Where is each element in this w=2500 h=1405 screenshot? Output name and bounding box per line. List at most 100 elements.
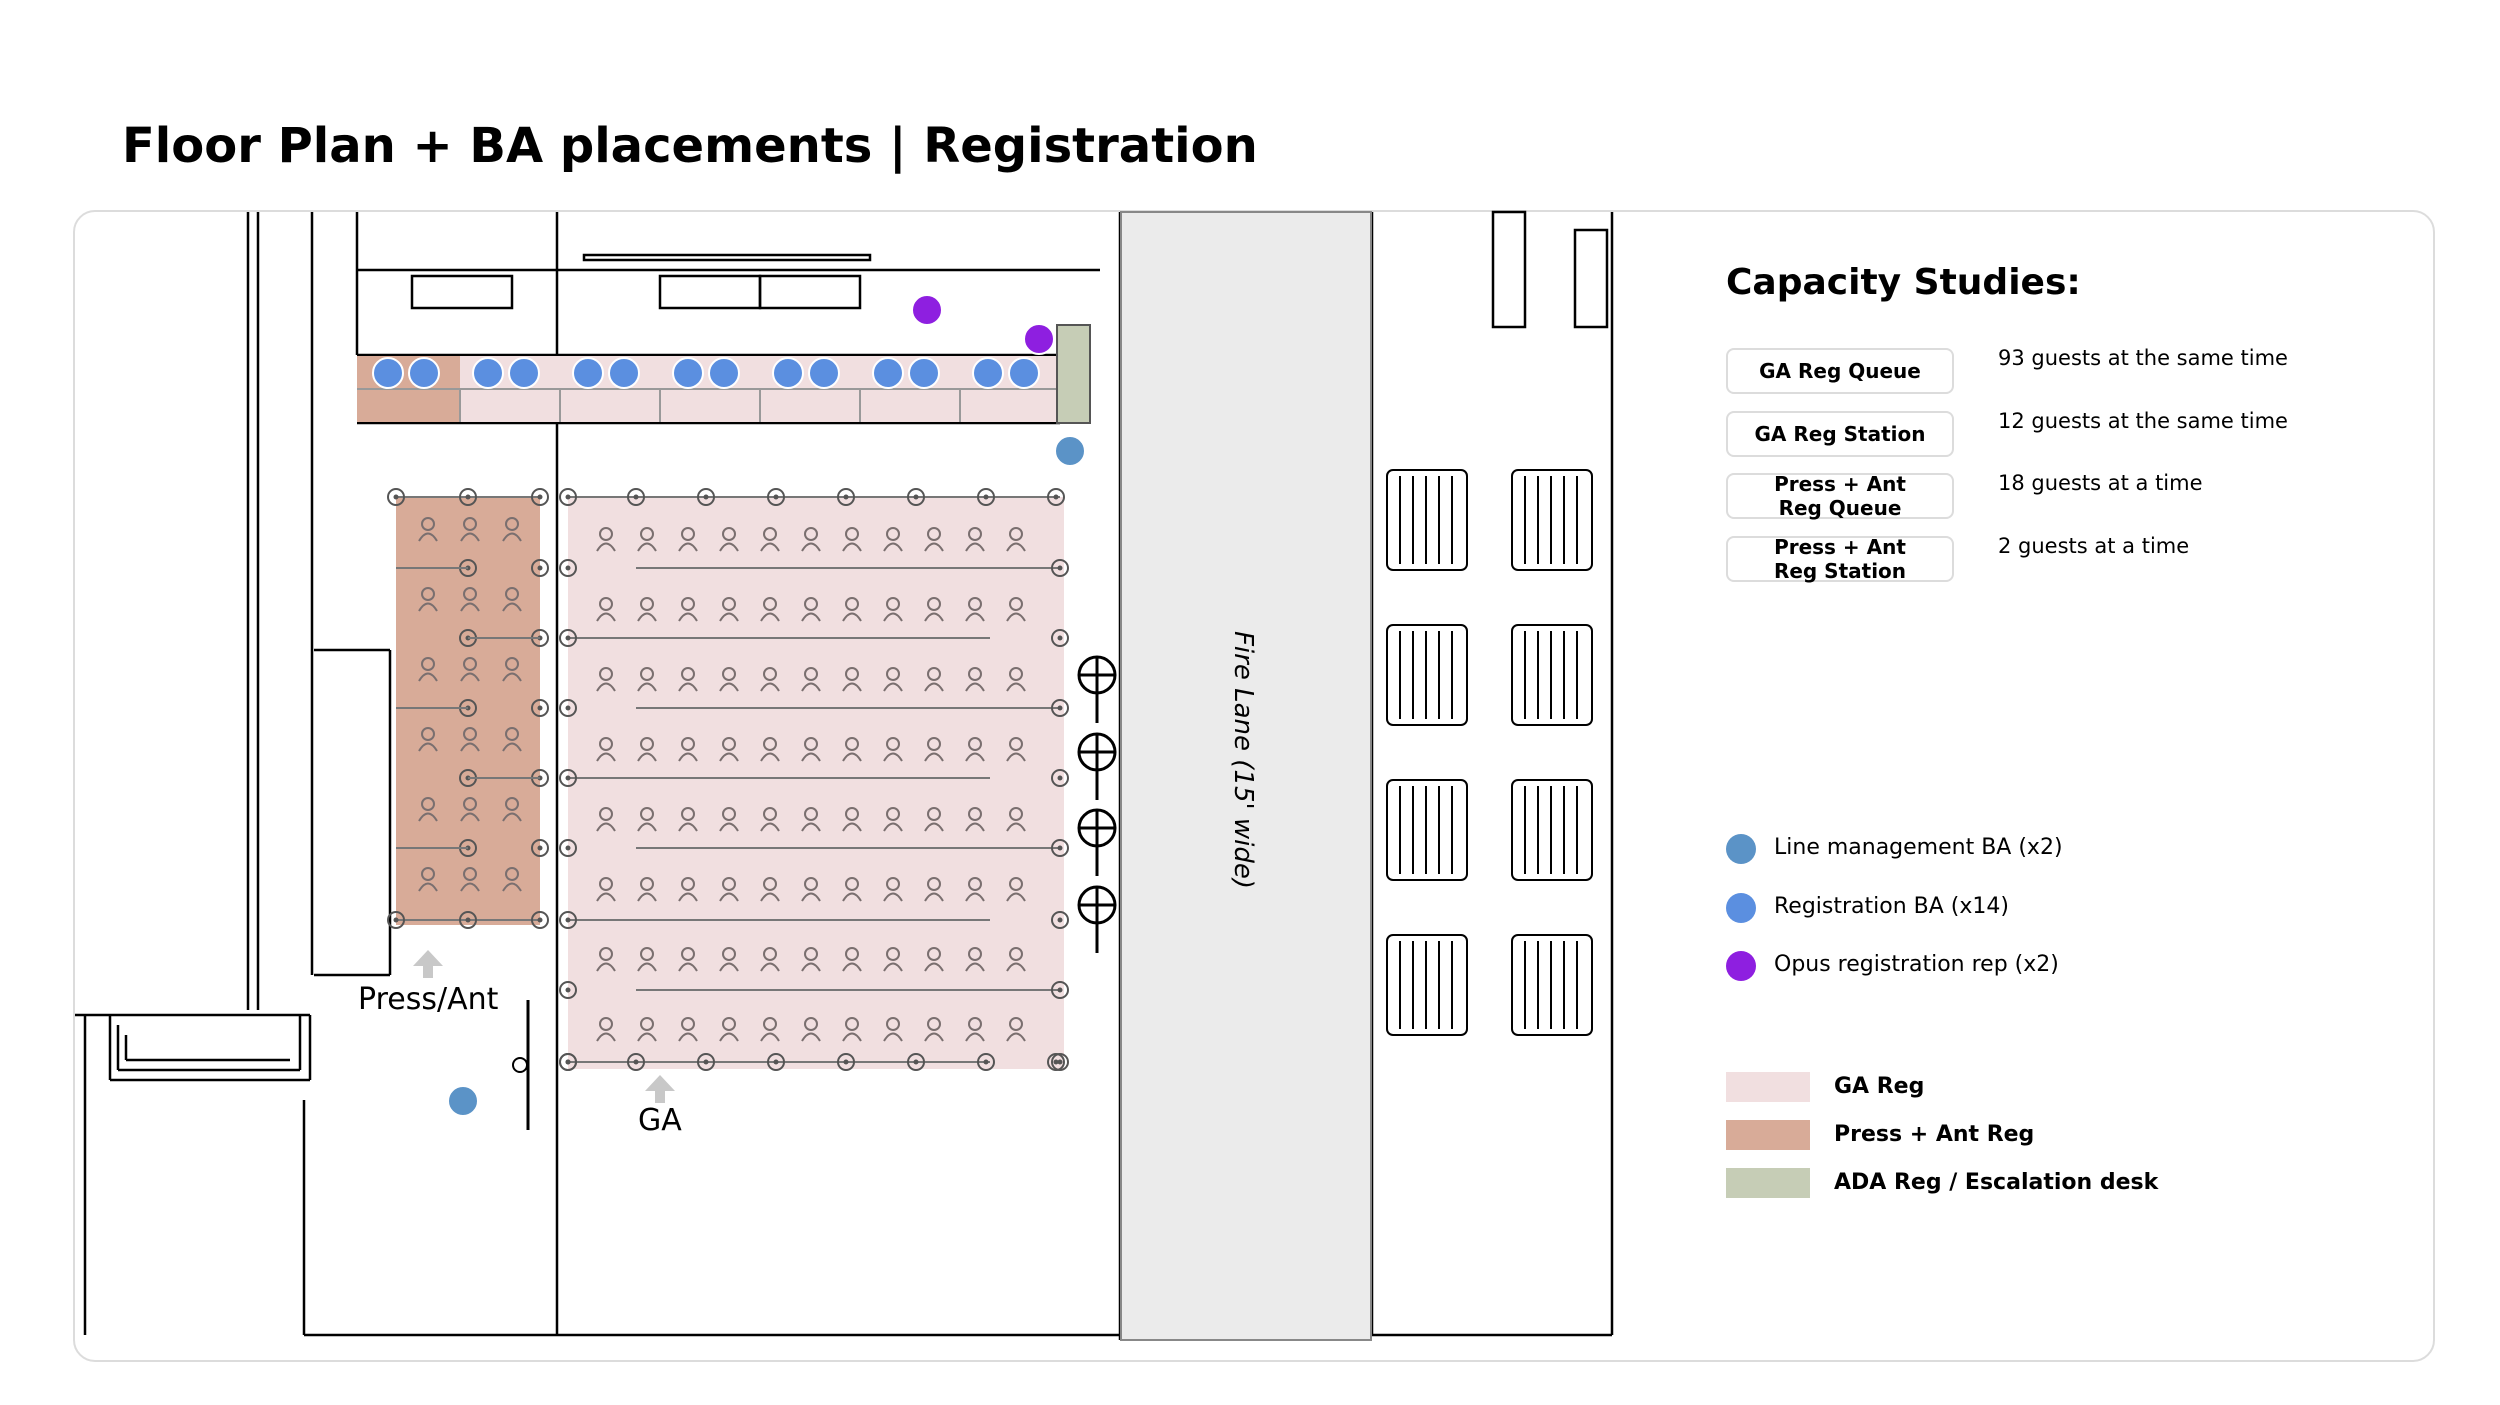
stanchion-post-icon — [697, 488, 715, 506]
ada-escalation-desk — [1056, 324, 1091, 424]
guest-figure-icon — [801, 947, 821, 972]
capacity-value: 18 guests at a time — [1998, 471, 2203, 495]
guest-figure-icon — [924, 877, 944, 902]
guest-figure-icon — [460, 797, 480, 822]
legend-label: Press + Ant Reg — [1834, 1122, 2035, 1147]
ada-desk-swatch — [1726, 1168, 1810, 1198]
guest-figure-icon — [924, 947, 944, 972]
capacity-value: 2 guests at a time — [1998, 534, 2190, 558]
registration-ba-marker — [1008, 357, 1040, 389]
guest-figure-icon — [596, 947, 616, 972]
stanchion-rows — [387, 488, 1069, 1071]
stanchion-post-icon — [977, 488, 995, 506]
guest-figure-icon — [502, 587, 522, 612]
guest-figure-icon — [842, 667, 862, 692]
guest-figure-icon — [842, 947, 862, 972]
guest-figure-icon — [596, 877, 616, 902]
guest-figure-icon — [502, 867, 522, 892]
line-management-dot — [1726, 834, 1756, 864]
capacity-label: Press + Ant Reg Queue — [1726, 472, 1954, 520]
guest-figure-icon — [1006, 807, 1026, 832]
stanchion-post-icon — [559, 981, 577, 999]
guest-figure-icon — [637, 877, 657, 902]
guest-figure-icon — [719, 667, 739, 692]
guest-figure-icon — [637, 667, 657, 692]
guest-figure-icon — [965, 1017, 985, 1042]
guest-figure-icon — [883, 807, 903, 832]
guest-figure-icon — [842, 877, 862, 902]
guest-figure-icon — [678, 737, 698, 762]
capacity-heading: Capacity Studies: — [1726, 262, 2081, 303]
guest-figure-icon — [842, 597, 862, 622]
stanchion-post-icon — [907, 488, 925, 506]
capacity-row: GA Reg Queue 93 guests at the same time — [1726, 346, 2426, 398]
registration-ba-marker — [472, 357, 504, 389]
bike-rack-icon — [1511, 469, 1593, 571]
guest-figure-icon — [760, 737, 780, 762]
guest-figure-icon — [801, 807, 821, 832]
guest-figure-icon — [719, 877, 739, 902]
arrow-up-icon — [413, 950, 675, 1103]
guest-figure-icon — [965, 877, 985, 902]
guest-figures — [418, 517, 1026, 1042]
guest-figure-icon — [760, 667, 780, 692]
opus-rep-marker — [911, 294, 943, 326]
guest-figure-icon — [719, 947, 739, 972]
guest-figure-icon — [637, 807, 657, 832]
guest-figure-icon — [1006, 737, 1026, 762]
guest-figure-icon — [965, 947, 985, 972]
guest-figure-icon — [418, 867, 438, 892]
guest-figure-icon — [596, 1017, 616, 1042]
guest-figure-icon — [883, 667, 903, 692]
guest-figure-icon — [924, 737, 944, 762]
guest-figure-icon — [596, 737, 616, 762]
guest-figure-icon — [418, 587, 438, 612]
registration-ba-marker — [808, 357, 840, 389]
guest-figure-icon — [924, 597, 944, 622]
guest-figure-icon — [760, 877, 780, 902]
guest-figure-icon — [842, 1017, 862, 1042]
stanchion-post-icon — [559, 911, 577, 929]
guest-figure-icon — [1006, 1017, 1026, 1042]
guest-figure-icon — [801, 1017, 821, 1042]
stanchion-post-icon — [459, 911, 477, 929]
turnstile-gate-icon — [1077, 885, 1117, 953]
guest-figure-icon — [883, 737, 903, 762]
guest-figure-icon — [1006, 527, 1026, 552]
guest-figure-icon — [883, 947, 903, 972]
legend-press-reg: Press + Ant Reg — [1726, 1118, 2426, 1152]
registration-ba-dot — [1726, 893, 1756, 923]
stanchion-post-icon — [977, 1053, 995, 1071]
registration-counter — [357, 324, 1091, 424]
stanchion-post-icon — [459, 488, 477, 506]
stanchion-post-icon — [1051, 911, 1069, 929]
stanchion-post-icon — [559, 769, 577, 787]
guest-figure-icon — [1006, 667, 1026, 692]
registration-ba-marker — [772, 357, 804, 389]
guest-figure-icon — [719, 527, 739, 552]
guest-figure-icon — [418, 517, 438, 542]
stanchion-post-icon — [767, 488, 785, 506]
capacity-label: Press + Ant Reg Station — [1726, 535, 1954, 583]
guest-figure-icon — [460, 517, 480, 542]
bike-rack-icon — [1386, 779, 1468, 881]
guest-figure-icon — [965, 527, 985, 552]
stanchion-post-icon — [559, 629, 577, 647]
stanchion-post-icon — [1051, 981, 1069, 999]
guest-figure-icon — [719, 1017, 739, 1042]
ga-label: GA — [638, 1103, 682, 1138]
stanchion-post-icon — [1047, 488, 1065, 506]
stanchion-post-icon — [559, 1053, 577, 1071]
legend-ga-reg: GA Reg — [1726, 1070, 2426, 1104]
stanchion-post-icon — [1051, 769, 1069, 787]
guest-figure-icon — [924, 667, 944, 692]
stanchion-post-icon — [837, 1053, 855, 1071]
guest-figure-icon — [678, 527, 698, 552]
guest-figure-icon — [1006, 947, 1026, 972]
legend-label: Line management BA (x2) — [1774, 835, 2063, 860]
bike-racks — [1386, 469, 1593, 1036]
guest-figure-icon — [1006, 597, 1026, 622]
guest-figure-icon — [460, 657, 480, 682]
fire-lane-label: Fire Lane (15' wide) — [1228, 630, 1258, 890]
ba-markers — [372, 294, 1086, 1117]
